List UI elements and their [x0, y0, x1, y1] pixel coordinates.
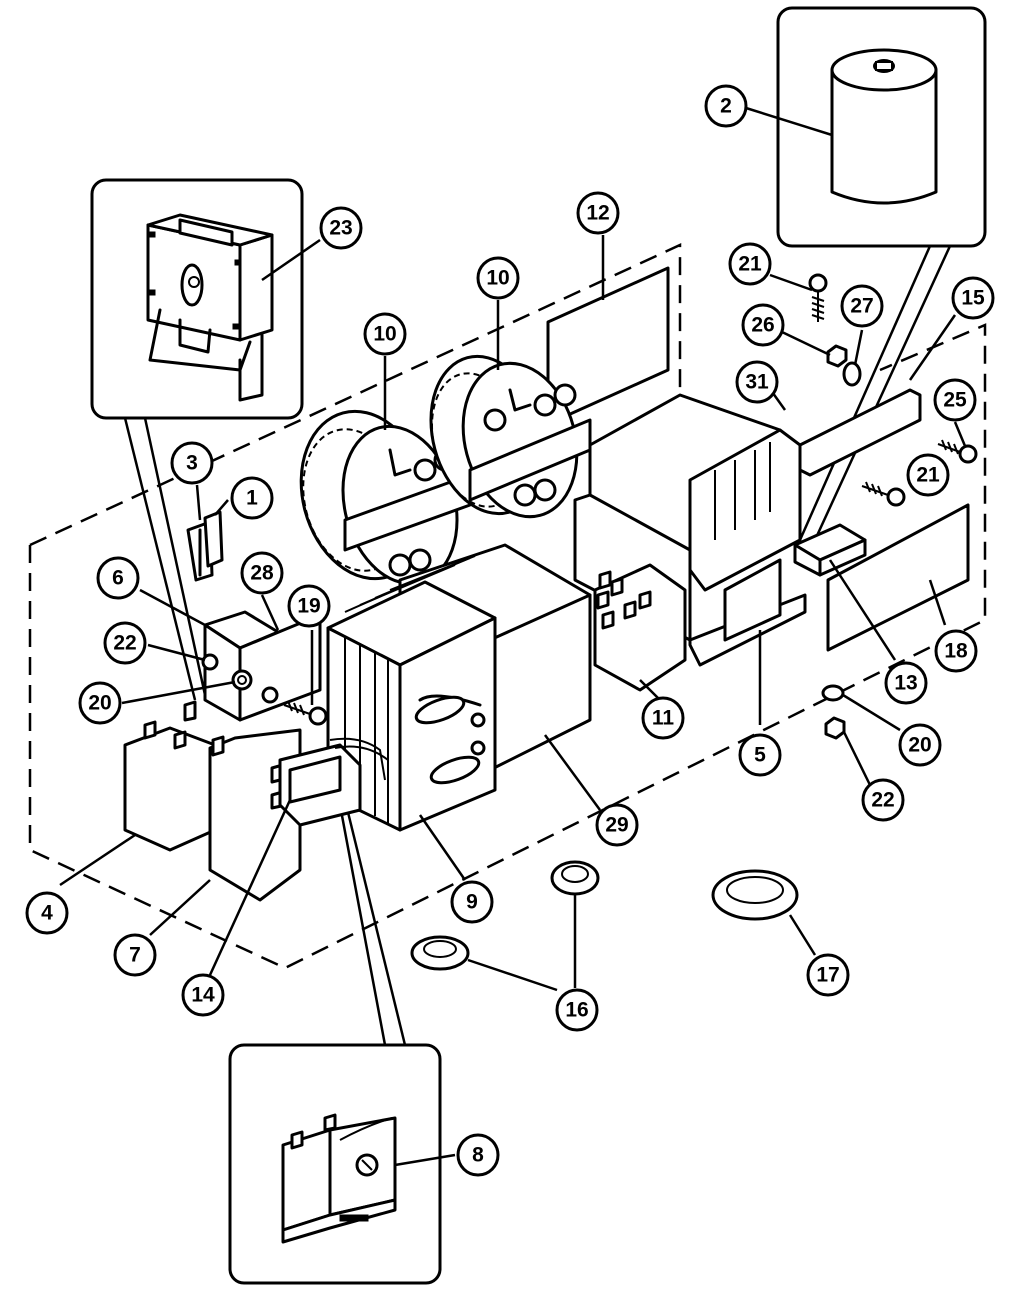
detail-box-capacitor [745, 6, 987, 541]
svg-text:20: 20 [908, 734, 931, 757]
callout-6: 6 [96, 556, 140, 600]
part-21-screw-mid [861, 481, 906, 507]
callout-20-right: 20 [898, 723, 942, 767]
svg-text:10: 10 [373, 323, 396, 346]
callout-20-left: 20 [78, 681, 122, 725]
callout-9: 9 [450, 880, 494, 924]
svg-text:11: 11 [652, 707, 675, 730]
part-10-timer-right [429, 354, 592, 519]
callout-22-left: 22 [103, 621, 147, 665]
callout-21-top: 21 [728, 242, 772, 286]
callout-14: 14 [181, 973, 225, 1017]
svg-text:21: 21 [916, 464, 940, 487]
callout-11: 11 [641, 696, 685, 740]
svg-text:28: 28 [250, 562, 274, 585]
callout-18: 18 [934, 629, 978, 673]
svg-text:10: 10 [486, 267, 509, 290]
callout-2: 2 [704, 84, 748, 128]
svg-text:31: 31 [745, 371, 769, 394]
svg-text:4: 4 [41, 902, 53, 925]
part-14-component [278, 737, 389, 827]
svg-text:12: 12 [586, 202, 609, 225]
part-21-screw-top [808, 273, 828, 322]
callout-28: 28 [240, 551, 284, 595]
svg-text:21: 21 [738, 253, 762, 276]
callout-22-right: 22 [861, 778, 905, 822]
svg-text:19: 19 [297, 595, 320, 618]
svg-text:16: 16 [565, 999, 588, 1022]
callout-3: 3 [170, 441, 214, 485]
detail-box-switch [90, 178, 321, 701]
svg-text:7: 7 [129, 944, 141, 967]
part-11-relay [593, 563, 687, 692]
part-15-rail [798, 388, 922, 477]
svg-text:14: 14 [191, 984, 215, 1007]
part-2-capacitor [830, 48, 938, 205]
svg-text:26: 26 [751, 314, 774, 337]
callout-5: 5 [738, 733, 782, 777]
svg-text:29: 29 [605, 814, 628, 837]
callout-27: 27 [840, 284, 884, 328]
part-23-switch [146, 213, 274, 402]
callout-23: 23 [319, 206, 363, 250]
part-26-nut [826, 344, 848, 368]
svg-text:22: 22 [871, 789, 894, 812]
part-4-relay [123, 700, 217, 852]
part-22-nut-right [824, 716, 846, 740]
part-25-screw [937, 439, 978, 464]
callout-13: 13 [884, 661, 928, 705]
svg-text:3: 3 [186, 452, 198, 475]
callout-4: 4 [25, 891, 69, 935]
callout-10-right: 10 [476, 256, 520, 300]
part-19-screw [283, 700, 328, 726]
svg-text:8: 8 [472, 1144, 484, 1167]
part-17-ring [711, 869, 799, 921]
part-18-panel [826, 503, 970, 652]
callout-21-mid: 21 [906, 453, 950, 497]
part-28-module [203, 610, 322, 722]
svg-text:18: 18 [944, 640, 968, 663]
callout-19: 19 [287, 584, 331, 628]
part-16-ring-right [550, 860, 600, 896]
svg-text:23: 23 [329, 217, 352, 240]
callouts: 2 23 12 10 10 21 26 27 15 31 25 21 3 1 6… [25, 84, 995, 1177]
svg-text:2: 2 [720, 95, 732, 118]
callout-15: 15 [951, 276, 995, 320]
svg-text:20: 20 [88, 692, 111, 715]
part-27-washer [842, 361, 862, 387]
svg-text:1: 1 [246, 487, 258, 510]
svg-text:25: 25 [943, 389, 967, 412]
part-8-thermostat [281, 1113, 397, 1244]
callout-29: 29 [595, 803, 639, 847]
svg-text:27: 27 [850, 295, 873, 318]
callout-31: 31 [735, 360, 779, 404]
callout-16: 16 [555, 988, 599, 1032]
svg-text:6: 6 [112, 567, 124, 590]
callout-1: 1 [230, 476, 274, 520]
part-16-ring-left [410, 935, 470, 971]
callout-17: 17 [806, 953, 850, 997]
callout-25: 25 [933, 378, 977, 422]
svg-text:15: 15 [961, 287, 985, 310]
part-22-nut-left [201, 653, 219, 671]
callout-7: 7 [113, 933, 157, 977]
part-13-block [793, 523, 867, 577]
callout-8: 8 [456, 1133, 500, 1177]
svg-text:9: 9 [466, 891, 478, 914]
part-3-clip [186, 510, 224, 582]
callout-12: 12 [576, 191, 620, 235]
svg-text:17: 17 [816, 964, 839, 987]
svg-text:5: 5 [754, 744, 766, 767]
callout-26: 26 [741, 303, 785, 347]
part-20-washer-right [821, 684, 845, 702]
parts-drawing [59, 235, 978, 992]
svg-text:22: 22 [113, 632, 136, 655]
assembly-outline [28, 243, 987, 970]
callout-10-left: 10 [363, 312, 407, 356]
detail-box-thermostat [228, 799, 456, 1285]
svg-text:13: 13 [894, 672, 917, 695]
